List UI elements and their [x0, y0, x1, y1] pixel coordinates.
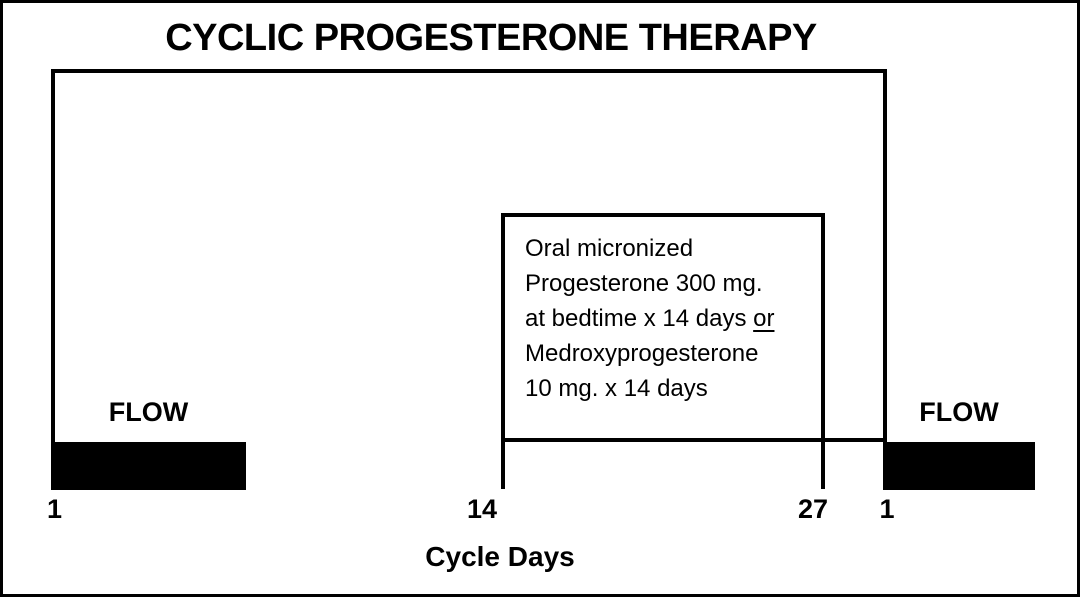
baseline-extension-line — [825, 438, 887, 442]
axis-label-day27: 27 — [797, 494, 829, 524]
flow-label-left: FLOW — [108, 397, 189, 427]
medication-box-or-underlined: or — [753, 305, 775, 332]
medication-box-line-5: 10 mg. x 14 days — [525, 375, 708, 402]
axis-label-day1-right: 1 — [879, 494, 895, 524]
cycle-bracket-left-line — [51, 69, 55, 442]
cycle-bracket-top-line — [51, 69, 887, 73]
cycle-days-axis-label: Cycle Days — [425, 541, 575, 572]
axis-tick-day27 — [821, 442, 825, 489]
flow-bar-right — [883, 442, 1035, 490]
medication-box: Oral micronized Progesterone 300 mg. at … — [501, 213, 825, 442]
flow-bar-left — [51, 442, 246, 490]
flow-label-right: FLOW — [919, 397, 999, 427]
cycle-bracket-right-line — [883, 69, 887, 442]
medication-box-line-2: Progesterone 300 mg. — [525, 270, 763, 297]
axis-label-day1-left: 1 — [47, 494, 63, 524]
axis-label-day14: 14 — [466, 494, 498, 524]
medication-box-line-3-text: at bedtime x 14 days — [525, 305, 754, 332]
medication-box-line-1: Oral micronized — [525, 235, 694, 262]
diagram-title: CYCLIC PROGESTERONE THERAPY — [165, 17, 817, 59]
medication-box-line-4: Medroxyprogesterone — [525, 340, 759, 367]
medication-box-line-3: at bedtime x 14 days or — [525, 301, 811, 336]
axis-tick-day14 — [501, 442, 505, 489]
